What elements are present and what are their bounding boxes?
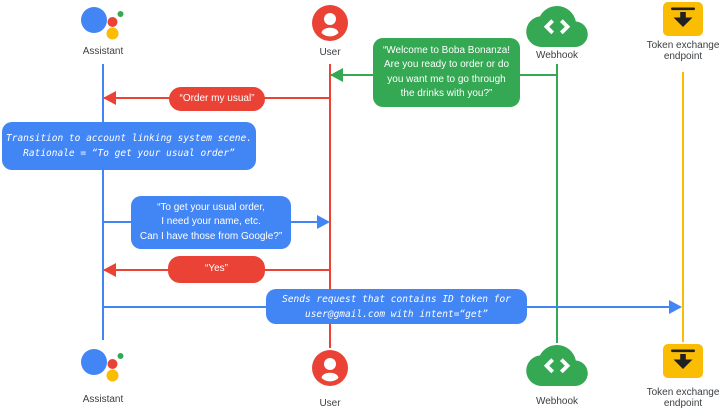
user-lifeline (329, 64, 331, 348)
ask-google-message: “To get your usual order, I need your na… (131, 196, 291, 249)
assistant-lifeline (102, 64, 104, 340)
token-endpoint-icon (663, 2, 703, 36)
user-label-top: User (319, 47, 341, 58)
order-usual-arrowhead (103, 91, 116, 105)
token-endpoint-lifeline (682, 72, 684, 342)
webhook-cloud-icon (526, 6, 588, 47)
yes-message: “Yes” (168, 256, 265, 283)
user-label-bottom: User (319, 398, 341, 409)
order-usual-message: “Order my usual” (169, 87, 265, 111)
welcome-arrowhead (330, 68, 343, 82)
token-endpoint-label-top: Token exchange endpoint (646, 40, 720, 62)
token-endpoint-label-bottom: Token exchange endpoint (646, 387, 720, 409)
transition-note: Transition to account linking system sce… (2, 122, 256, 170)
user-icon (312, 5, 348, 41)
google-assistant-icon (81, 7, 124, 40)
assistant-label-bottom: Assistant (82, 394, 124, 405)
sends-request-message: Sends request that contains ID token for… (266, 289, 527, 324)
webhook-lifeline (556, 64, 558, 343)
webhook-cloud-icon-bottom (526, 345, 588, 386)
google-assistant-icon-bottom (81, 349, 124, 382)
welcome-message: “Welcome to Boba Bonanza! Are you ready … (373, 38, 520, 107)
webhook-label-top: Webhook (535, 50, 579, 61)
webhook-label-bottom: Webhook (535, 396, 579, 407)
yes-arrowhead (103, 263, 116, 277)
assistant-label-top: Assistant (82, 46, 124, 57)
user-icon-bottom (312, 350, 348, 386)
sends-request-arrowhead (669, 300, 682, 314)
ask-google-arrowhead (317, 215, 330, 229)
token-endpoint-icon-bottom (663, 344, 703, 378)
